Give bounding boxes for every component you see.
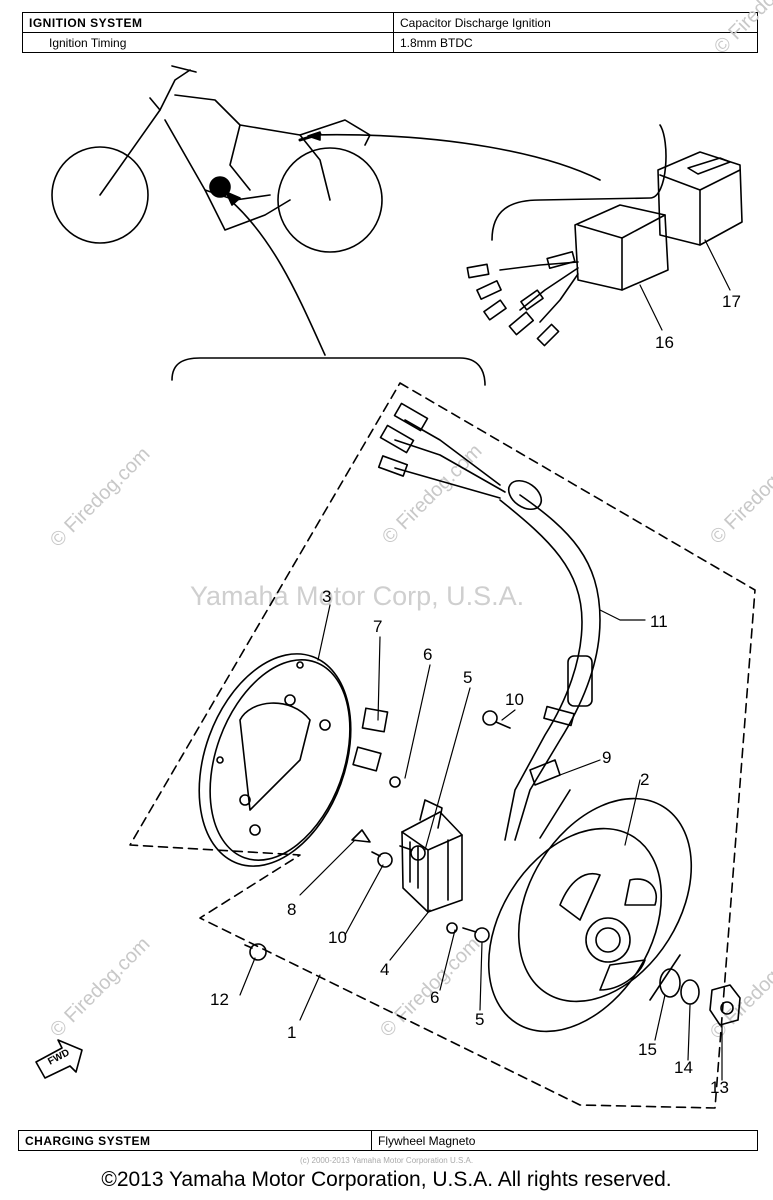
callout-10: 10	[328, 928, 347, 947]
wire-harness	[377, 402, 601, 841]
screws	[244, 710, 511, 961]
ignition-timing-row: Ignition Timing 1.8mm BTDC	[22, 32, 758, 53]
source-note: (c) 2000-2013 Yamaha Motor Corporation U…	[299, 1156, 474, 1165]
firedog-watermark: © Firedog.com	[706, 440, 773, 549]
fwd-label: FWD	[46, 1047, 71, 1067]
callout-7: 7	[373, 617, 382, 636]
callout-6: 6	[423, 645, 432, 664]
flywheel	[487, 789, 693, 1033]
motorcycle-outline	[51, 65, 383, 253]
charging-spec-table: CHARGING SYSTEM Flywheel Magneto	[18, 1130, 758, 1151]
firedog-watermark: © Firedog.com	[46, 933, 155, 1042]
callout-15: 15	[638, 1040, 657, 1059]
charging-system-label: CHARGING SYSTEM	[18, 1130, 372, 1151]
yamaha-watermark: Yamaha Motor Corp, U.S.A.	[190, 581, 524, 611]
callout-6: 6	[430, 988, 439, 1007]
callout-3: 3	[322, 587, 331, 606]
lighting-coil	[401, 799, 463, 913]
callout-12: 12	[210, 990, 229, 1009]
forward-arrow-icon: FWD	[35, 1039, 83, 1079]
watermarks: Yamaha Motor Corp, U.S.A. © Firedog.com …	[46, 0, 773, 1044]
callout-14: 14	[674, 1058, 693, 1077]
copyright-notice: ©2013 Yamaha Motor Corporation, U.S.A. A…	[101, 1168, 672, 1191]
firedog-watermark: © Firedog.com	[710, 0, 773, 59]
leader-lines	[239, 239, 731, 1081]
pickup-coil	[352, 707, 389, 772]
ignition-timing-value: 1.8mm BTDC	[393, 32, 758, 53]
plain-washer	[659, 968, 681, 998]
cdi-unit-17	[657, 151, 743, 246]
callout-5: 5	[475, 1010, 484, 1029]
magneto-leader	[229, 199, 326, 356]
cdi-group-bracket	[491, 124, 667, 241]
callout-2: 2	[640, 770, 649, 789]
stator-plate	[198, 653, 352, 867]
callout-9: 9	[602, 748, 611, 767]
ignition-spec-table: IGNITION SYSTEM Capacitor Discharge Igni…	[22, 12, 758, 53]
callout-4: 4	[380, 960, 389, 979]
ignition-timing-label: Ignition Timing	[22, 32, 394, 53]
callout-1: 1	[287, 1023, 296, 1042]
assembly-boundary	[129, 382, 756, 1109]
nut	[709, 984, 741, 1026]
callout-11: 11	[650, 612, 668, 631]
charging-system-value: Flywheel Magneto	[371, 1130, 758, 1151]
callout-5: 5	[463, 668, 472, 687]
lock-washer	[680, 979, 700, 1005]
magneto-group-bracket	[171, 357, 486, 386]
firedog-watermark: © Firedog.com	[46, 443, 155, 552]
firedog-watermark: © Firedog.com	[378, 440, 487, 549]
callout-10: 10	[505, 690, 524, 709]
callout-17: 17	[722, 292, 741, 311]
charging-system-row: CHARGING SYSTEM Flywheel Magneto	[18, 1130, 758, 1151]
callout-16: 16	[655, 333, 674, 352]
callout-13: 13	[710, 1078, 729, 1097]
cdi-unit-16	[466, 204, 669, 347]
cdi-leader	[311, 133, 601, 181]
callout-8: 8	[287, 900, 296, 919]
